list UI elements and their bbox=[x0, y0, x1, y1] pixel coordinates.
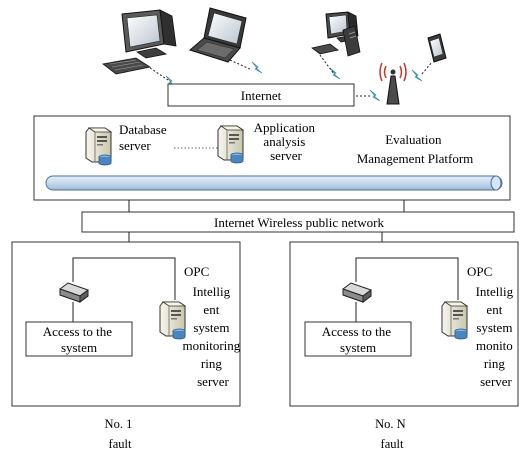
application-server-icon bbox=[217, 125, 244, 164]
application-server-label: Application analysis server bbox=[254, 120, 319, 163]
opc-label: OPC bbox=[184, 264, 209, 279]
laptop-icon bbox=[188, 7, 247, 63]
server-icon bbox=[441, 301, 468, 340]
database-server-label: Database server bbox=[119, 122, 170, 153]
site-caption: No. N fault bbox=[375, 417, 409, 451]
server-icon bbox=[159, 301, 186, 340]
site-caption: No. 1 fault bbox=[105, 417, 136, 451]
tablet-icon bbox=[427, 33, 447, 63]
desktop-computer-icon bbox=[102, 9, 177, 75]
access-label: Access to the system bbox=[43, 324, 116, 355]
desktop-computer-icon bbox=[311, 11, 361, 57]
wireless-tower-icon bbox=[379, 62, 407, 105]
access-label: Access to the system bbox=[322, 324, 395, 355]
platform-name: Evaluation Management Platform bbox=[357, 132, 474, 166]
database-server-icon bbox=[85, 127, 112, 166]
access-box bbox=[304, 321, 412, 357]
network-bus bbox=[45, 175, 503, 191]
internet-label: Internet bbox=[241, 88, 282, 103]
internet-box bbox=[167, 83, 355, 107]
access-box bbox=[25, 321, 133, 357]
monitor-server-label: Intellig ent system monitoring ring serv… bbox=[182, 284, 243, 389]
network-box bbox=[81, 211, 515, 233]
network-label: Internet Wireless public network bbox=[214, 215, 384, 230]
opc-label: OPC bbox=[467, 264, 492, 279]
monitor-server-label: Intellig ent system monito ring server bbox=[476, 284, 517, 389]
